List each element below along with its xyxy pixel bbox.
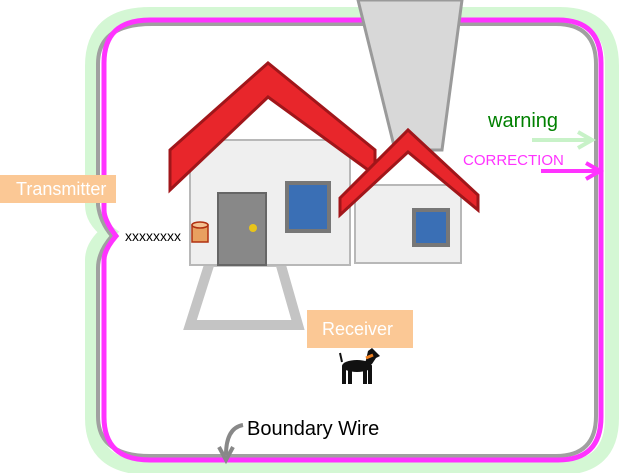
correction-arrow — [541, 161, 605, 181]
main-house — [168, 61, 377, 266]
light-beam — [356, 0, 464, 152]
boundary-wire-gray — [96, 22, 598, 458]
dog-icon — [339, 348, 380, 384]
warning-zone — [85, 7, 619, 473]
boundary-wire-pointer-arrow — [217, 423, 244, 465]
boundary-wire-label: Boundary Wire — [247, 418, 380, 440]
transmitter-label: Transmitter — [0, 175, 116, 203]
boundary-wire — [101, 17, 604, 463]
correction-label: CORRECTION — [463, 152, 564, 169]
warning-label: warning — [488, 110, 559, 132]
walkway — [183, 257, 305, 330]
warning-arrow — [532, 130, 597, 150]
receiver-label: Receiver — [307, 310, 413, 348]
small-house — [338, 127, 480, 264]
transmitter-device — [191, 221, 209, 243]
signal-label: xxxxxxxx — [125, 228, 181, 244]
